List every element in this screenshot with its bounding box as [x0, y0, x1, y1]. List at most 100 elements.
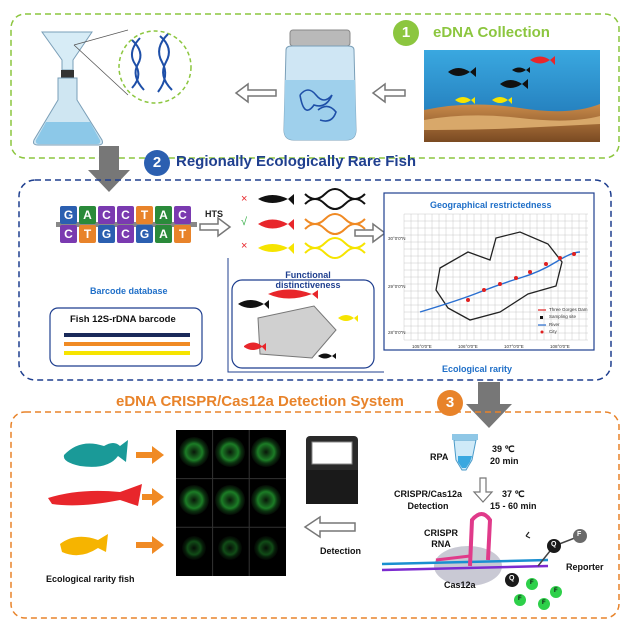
- sequence-letter: G: [140, 227, 149, 241]
- functional-label: Functional distinctiveness: [275, 270, 341, 290]
- rpa-time: 20 min: [490, 456, 519, 466]
- fluor-label: F: [554, 588, 558, 594]
- detection-arrow: [303, 515, 356, 539]
- fluor-label: F: [577, 531, 582, 538]
- sequence-letter: T: [141, 208, 149, 222]
- sampling-sites: [466, 252, 576, 302]
- fluorescence-well: [254, 536, 278, 560]
- fluorescence-well: [218, 536, 242, 560]
- step2-number: 2: [152, 154, 162, 171]
- fish-label: Ecological rarity fish: [46, 574, 135, 584]
- barcode-box-label: Fish 12S-rDNA barcode: [70, 314, 176, 325]
- section1-title: eDNA Collection: [433, 24, 550, 41]
- orange-arrows: [136, 446, 164, 554]
- fluor-label: F: [542, 600, 546, 606]
- crispr-rna-label: CRISPR RNA: [423, 528, 458, 549]
- sequence-letter: C: [64, 227, 73, 241]
- sequence-letter: G: [64, 208, 73, 222]
- map-legend-item: Sampling site: [549, 314, 577, 319]
- fish-sturgeon-icon: [48, 484, 142, 506]
- step2-badge: [144, 150, 170, 176]
- sequence-letter: C: [121, 227, 130, 241]
- river-line: [419, 251, 581, 313]
- sequence-letter: A: [159, 208, 168, 222]
- fish-red-icon: [258, 219, 294, 230]
- sequence-block: [155, 225, 172, 243]
- map-lon-tick: 107°0'0"E: [504, 344, 524, 349]
- section2-frame: [18, 179, 612, 381]
- map-lon-tick: 106°0'0"E: [458, 344, 478, 349]
- arrow-left-2: [371, 82, 406, 104]
- fluorescence-well: [179, 437, 209, 467]
- sample-jar-icon: [283, 29, 357, 141]
- map-legend-item: River: [549, 322, 560, 327]
- sequence-letter: A: [83, 208, 92, 222]
- rpa-label: RPA: [430, 452, 449, 462]
- fish-red-icon: [268, 289, 318, 299]
- fluorescence-well: [215, 485, 245, 515]
- check-mark: √: [241, 216, 248, 228]
- quencher-label: Q: [509, 575, 515, 582]
- link-lines: [227, 258, 384, 373]
- map-grid: [403, 213, 588, 341]
- sequence-block: [117, 206, 134, 224]
- hts-label: HTS: [205, 209, 223, 219]
- hts-arrow: [199, 216, 232, 238]
- barcode-database-label: Barcode database: [90, 286, 168, 296]
- sequence-letter: C: [178, 208, 187, 222]
- fish-black-icon: [318, 353, 336, 359]
- fish-black-icon: [238, 300, 269, 309]
- fluorescence-well: [182, 536, 206, 560]
- fish-black-icon: [258, 194, 294, 205]
- map-legend-item: City: [549, 329, 557, 334]
- sequence-letter: A: [159, 227, 168, 241]
- fish-red-icon: [244, 342, 266, 351]
- sequence-block: [136, 225, 153, 243]
- map-lat-tick: 28°0'0"N: [388, 330, 406, 335]
- step3-number: 3: [445, 394, 455, 411]
- barcode-line-black: [64, 333, 190, 337]
- region-outline: [435, 231, 563, 321]
- cas12a-label: Cas12a: [444, 580, 476, 590]
- fluorescence-well: [251, 485, 281, 515]
- map-lat-tick: 30°0'0"N: [388, 236, 406, 241]
- map-lon-tick: 108°0'0"E: [550, 344, 570, 349]
- sequence-letter: T: [179, 227, 187, 241]
- map-box: [383, 192, 595, 351]
- fluorescence-well: [179, 485, 209, 515]
- reporter-label: Reporter: [566, 562, 604, 572]
- map-lon-tick: 105°0'0"E: [412, 344, 432, 349]
- water-habitat-icon: [424, 50, 600, 142]
- fish-yellow-icon: [60, 534, 108, 556]
- arrow-down-2: [466, 382, 512, 428]
- section1-frame: [10, 13, 620, 159]
- crispr-label: CRISPR/Cas12a Detection: [393, 489, 463, 511]
- cross-mark: ×: [241, 193, 248, 205]
- crispr-time: 15 - 60 min: [490, 501, 537, 511]
- sequence-block: [79, 206, 96, 224]
- cross-mark: ×: [241, 240, 248, 252]
- crispr-temp: 37 ℃: [502, 489, 525, 499]
- sequence-block: [60, 206, 77, 224]
- sequence-block: [117, 225, 134, 243]
- section3-title: eDNA CRISPR/Cas12a Detection System: [116, 393, 404, 410]
- hts-results: [258, 188, 366, 259]
- step1-badge: [393, 20, 419, 46]
- detection-label: Detection: [320, 546, 362, 556]
- reporter-molecules: [505, 529, 587, 610]
- fluor-label: F: [530, 580, 534, 586]
- rpa-tube-icon: [452, 434, 478, 471]
- section3-frame: [10, 411, 620, 619]
- sequence-block: [136, 206, 153, 224]
- fluorescence-well: [215, 437, 245, 467]
- sequence-letter: C: [121, 208, 130, 222]
- step1-number: 1: [401, 24, 411, 41]
- filtration-flask-icon: [33, 29, 129, 146]
- map-legend-item: Three Gorges Dam: [549, 307, 588, 312]
- ecological-rarity-label: Ecological rarity: [442, 364, 513, 374]
- rpa-temp: 39 ℃: [492, 444, 515, 454]
- sequence-block: [79, 225, 96, 243]
- sequence-block: [174, 225, 191, 243]
